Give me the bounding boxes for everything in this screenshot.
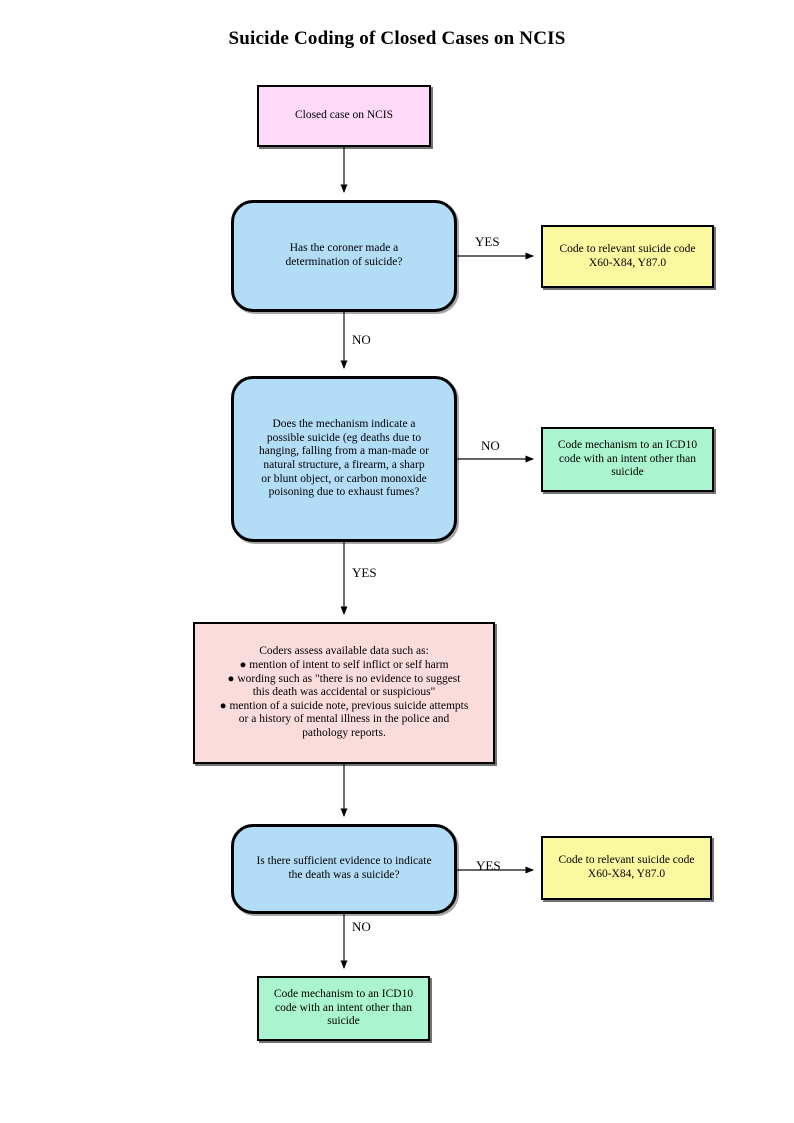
node-code-other-intent-bottom[interactable]: Code mechanism to an ICD10 code with an … <box>257 976 430 1041</box>
edge-label-q1-no: NO <box>352 332 371 347</box>
edge-label-q2-no: NO <box>481 438 500 453</box>
node-closed-case[interactable]: Closed case on NCIS <box>257 85 431 147</box>
edge-label-q3-no: NO <box>352 919 371 934</box>
node-code-relevant-suicide-code-top[interactable]: Code to relevant suicide code X60-X84, Y… <box>541 225 714 288</box>
node-sufficient-evidence-question[interactable]: Is there sufficient evidence to indicate… <box>231 824 457 914</box>
node-sufficient-evidence-label: Is there sufficient evidence to indicate… <box>256 855 432 881</box>
node-code-relevant-suicide-code-bottom-label: Code to relevant suicide code X60-X84, Y… <box>558 854 695 880</box>
edge-label-q1-yes: YES <box>475 234 500 249</box>
node-mechanism-label: Does the mechanism indicate a possible s… <box>259 418 429 499</box>
node-code-other-intent-top-label: Code mechanism to an ICD10 code with an … <box>557 439 698 479</box>
node-coroner-determination-label: Has the coroner made a determination of … <box>285 242 403 268</box>
node-code-other-intent-top[interactable]: Code mechanism to an ICD10 code with an … <box>541 427 714 492</box>
node-mechanism-question[interactable]: Does the mechanism indicate a possible s… <box>231 376 457 542</box>
node-code-relevant-suicide-code-bottom[interactable]: Code to relevant suicide code X60-X84, Y… <box>541 836 712 900</box>
node-code-other-intent-bottom-label: Code mechanism to an ICD10 code with an … <box>273 988 414 1028</box>
page-title: Suicide Coding of Closed Cases on NCIS <box>228 28 566 49</box>
edge-label-q3-yes: YES <box>476 858 501 873</box>
node-coroner-determination-question[interactable]: Has the coroner made a determination of … <box>231 200 457 312</box>
edge-label-q2-yes: YES <box>352 565 377 580</box>
node-coders-assess-data-label: Coders assess available data such as: ● … <box>219 645 469 739</box>
node-coders-assess-data[interactable]: Coders assess available data such as: ● … <box>193 622 495 764</box>
node-code-relevant-suicide-code-top-label: Code to relevant suicide code X60-X84, Y… <box>559 242 696 269</box>
node-closed-case-label: Closed case on NCIS <box>294 109 394 122</box>
